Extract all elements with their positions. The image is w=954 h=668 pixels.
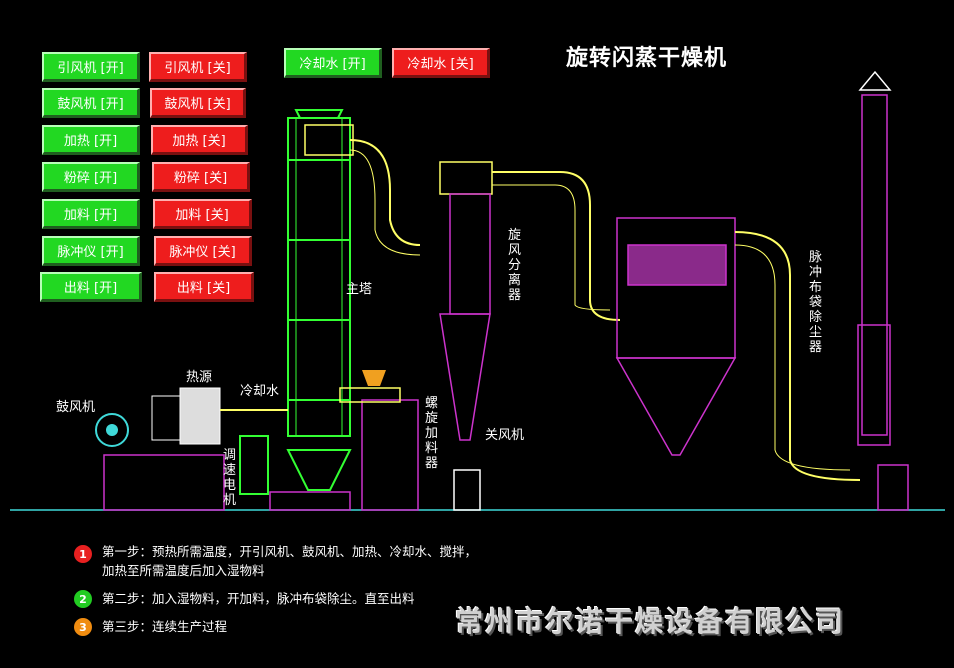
discharge-on-button[interactable]: 出料 [开] (40, 272, 142, 302)
step-2-text: 第二步：加入湿物料，开加料，脉冲布袋除尘。直至出料 (102, 591, 415, 606)
main-tower (286, 109, 352, 491)
feeding-on-button[interactable]: 加料 [开] (42, 199, 140, 229)
step-1-line-2: 加热至所需温度后加入湿物料 (102, 563, 265, 578)
heating-off-button[interactable]: 加热 [关] (151, 125, 248, 155)
chimney (857, 70, 909, 511)
blower-on-button[interactable]: 鼓风机 [开] (42, 88, 140, 118)
step-2-badge: 2 (74, 590, 92, 608)
pulse-off-button[interactable]: 脉冲仪 [关] (154, 236, 252, 266)
screw-feeder-label: 螺旋加料器 (425, 396, 439, 471)
induced-fan-off-button[interactable]: 引风机 [关] (149, 52, 247, 82)
cooling-water-on-button[interactable]: 冷却水 [开] (284, 48, 382, 78)
company-name: 常州市尔诺干燥设备有限公司 (455, 605, 846, 638)
discharge-off-button[interactable]: 出料 [关] (154, 272, 254, 302)
heating-on-button[interactable]: 加热 [开] (42, 125, 140, 155)
heat-source-label: 热源 (186, 370, 213, 385)
step-1-text: 第一步：预热所需温度，开引风机、鼓风机、加热、冷却水、搅拌， 加热至所需温度后加… (102, 542, 477, 580)
induced-fan-on-button[interactable]: 引风机 [开] (42, 52, 140, 82)
airlock-label: 关风机 (485, 428, 525, 443)
cooling-water-off-button[interactable]: 冷却水 [关] (392, 48, 490, 78)
cyclone-label: 旋风分离器 (508, 228, 522, 303)
blower-fan (95, 413, 129, 447)
speed-motor-label: 调速电机 (223, 448, 237, 508)
blower-off-button[interactable]: 鼓风机 [关] (150, 88, 246, 118)
cooling-water-label: 冷却水 (240, 384, 280, 399)
page-title: 旋转闪蒸干燥机 (566, 46, 728, 71)
bag-filter (615, 217, 737, 456)
blower-label: 鼓风机 (56, 400, 96, 415)
main-tower-label: 主塔 (346, 282, 373, 297)
crushing-off-button[interactable]: 粉碎 [关] (152, 162, 250, 192)
step-1-line-1: 第一步：预热所需温度，开引风机、鼓风机、加热、冷却水、搅拌， (102, 544, 478, 559)
step-1-badge: 1 (74, 545, 92, 563)
step-3-text: 第三步：连续生产过程 (102, 619, 228, 634)
cyclone (439, 161, 493, 511)
crushing-on-button[interactable]: 粉碎 [开] (42, 162, 140, 192)
step-3-badge: 3 (74, 618, 92, 636)
pulse-on-button[interactable]: 脉冲仪 [开] (42, 236, 140, 266)
bag-filter-label: 脉冲布袋除尘器 (809, 250, 823, 355)
feeding-off-button[interactable]: 加料 [关] (153, 199, 252, 229)
